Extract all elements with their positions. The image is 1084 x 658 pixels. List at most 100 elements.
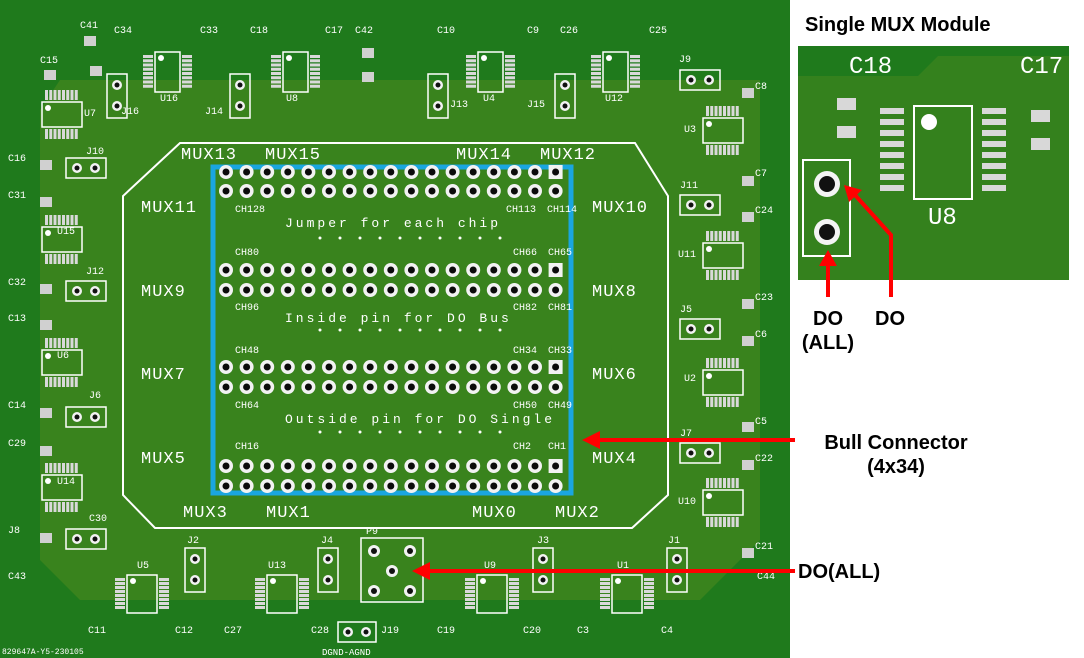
connector-pin: [486, 263, 501, 277]
connector-pin: [528, 283, 542, 297]
connector-pin: [322, 165, 336, 179]
connector-pin: [322, 380, 336, 394]
ref-designator: J15: [527, 100, 546, 111]
ref-designator: U7: [84, 109, 97, 120]
capacitor: [44, 70, 56, 80]
connector-pin: [425, 459, 439, 473]
channel-label: CH16: [235, 442, 260, 453]
connector-pin: [548, 360, 563, 374]
connector-pin: [466, 184, 481, 198]
connector-pin: [342, 283, 357, 297]
connector-pin: [383, 360, 398, 374]
connector-pin: [363, 283, 378, 297]
chip-pad: [880, 174, 904, 180]
channel-label: CH49: [548, 401, 573, 412]
connector-pin: [363, 263, 378, 277]
via-dot: [338, 328, 342, 332]
capacitor: [742, 422, 754, 432]
connector-pin: [322, 459, 336, 473]
mux-label: MUX7: [141, 366, 186, 385]
capacitor: [742, 212, 754, 222]
mux-label: MUX3: [183, 504, 228, 523]
ref-designator: C19: [437, 626, 456, 637]
channel-label: CH113: [506, 205, 537, 216]
mux-chip: [591, 51, 640, 93]
connector-pin: [322, 479, 336, 493]
ref-designator: U9: [484, 561, 497, 572]
ref-designator: C33: [200, 26, 219, 37]
mux-label: MUX2: [555, 504, 600, 523]
connector-pin: [239, 479, 254, 493]
connector-pin: [260, 283, 275, 297]
ref-designator: J16: [121, 107, 140, 118]
channel-label: CH80: [235, 248, 260, 259]
ground-label: DGND-AGND: [322, 648, 371, 658]
ref-designator: C22: [755, 454, 774, 465]
channel-label: CH48: [235, 346, 260, 357]
connector-pin: [404, 184, 419, 198]
connector-pin: [219, 380, 233, 394]
connector-pin: [466, 360, 481, 374]
mux-label: MUX4: [592, 450, 637, 469]
channel-label: CH33: [548, 346, 573, 357]
channel-label: CH66: [513, 248, 538, 259]
connector-pin: [301, 479, 316, 493]
connector-pin: [219, 479, 233, 493]
connector-pin: [445, 479, 460, 493]
via-dot: [338, 430, 342, 434]
mux-chip: [600, 574, 654, 614]
connector-pin: [466, 165, 481, 179]
ref-designator: C27: [224, 626, 243, 637]
connector-pin: [445, 360, 460, 374]
jumper: [229, 73, 251, 119]
connector-pin: [507, 360, 522, 374]
ref-designator: U13: [268, 561, 287, 572]
connector-pin: [383, 263, 398, 277]
connector-pin: [219, 459, 233, 473]
connector-pin: [383, 283, 398, 297]
connector-pin: [548, 184, 563, 198]
via-dot: [398, 236, 402, 240]
ref-designator: J19: [381, 626, 400, 637]
connector-pin: [548, 283, 563, 297]
connector-pin: [466, 459, 481, 473]
connector-pin: [486, 360, 501, 374]
chip-pad: [880, 141, 904, 147]
channel-label: CH64: [235, 401, 260, 412]
capacitor: [742, 460, 754, 470]
connector-pin: [383, 184, 398, 198]
connector-pin: [301, 184, 316, 198]
connector-pin: [507, 479, 522, 493]
connector-pin: [404, 360, 419, 374]
connector-pin: [548, 165, 563, 179]
ref-designator: J14: [205, 107, 224, 118]
mux-label: MUX0: [472, 504, 517, 523]
via-dot: [438, 236, 442, 240]
via-dot: [418, 430, 422, 434]
connector-pin: [445, 380, 460, 394]
ref-designator: C43: [8, 572, 27, 583]
capacitor: [742, 176, 754, 186]
connector-pin: [363, 360, 378, 374]
channel-label: CH50: [513, 401, 538, 412]
mux-chip: [702, 106, 744, 155]
connector-pin: [507, 283, 522, 297]
connector-pin: [280, 283, 295, 297]
connector-pin: [507, 459, 522, 473]
capacitor: [40, 446, 52, 456]
ref-designator: C9: [527, 26, 540, 37]
chip-pad: [880, 130, 904, 136]
capacitor: [40, 408, 52, 418]
connector-pin: [342, 360, 357, 374]
capacitor: [84, 36, 96, 46]
connector-pin: [425, 263, 439, 277]
ref-designator: C42: [355, 26, 374, 37]
ref-designator: U8: [286, 94, 299, 105]
connector-pin: [363, 479, 378, 493]
connector-pin: [260, 165, 275, 179]
ref-designator: U16: [160, 94, 179, 105]
via-dot: [418, 236, 422, 240]
chip-pad: [880, 152, 904, 158]
single-mux-module-inset: C18 C17 U8: [798, 46, 1069, 280]
connector-pin: [280, 184, 295, 198]
